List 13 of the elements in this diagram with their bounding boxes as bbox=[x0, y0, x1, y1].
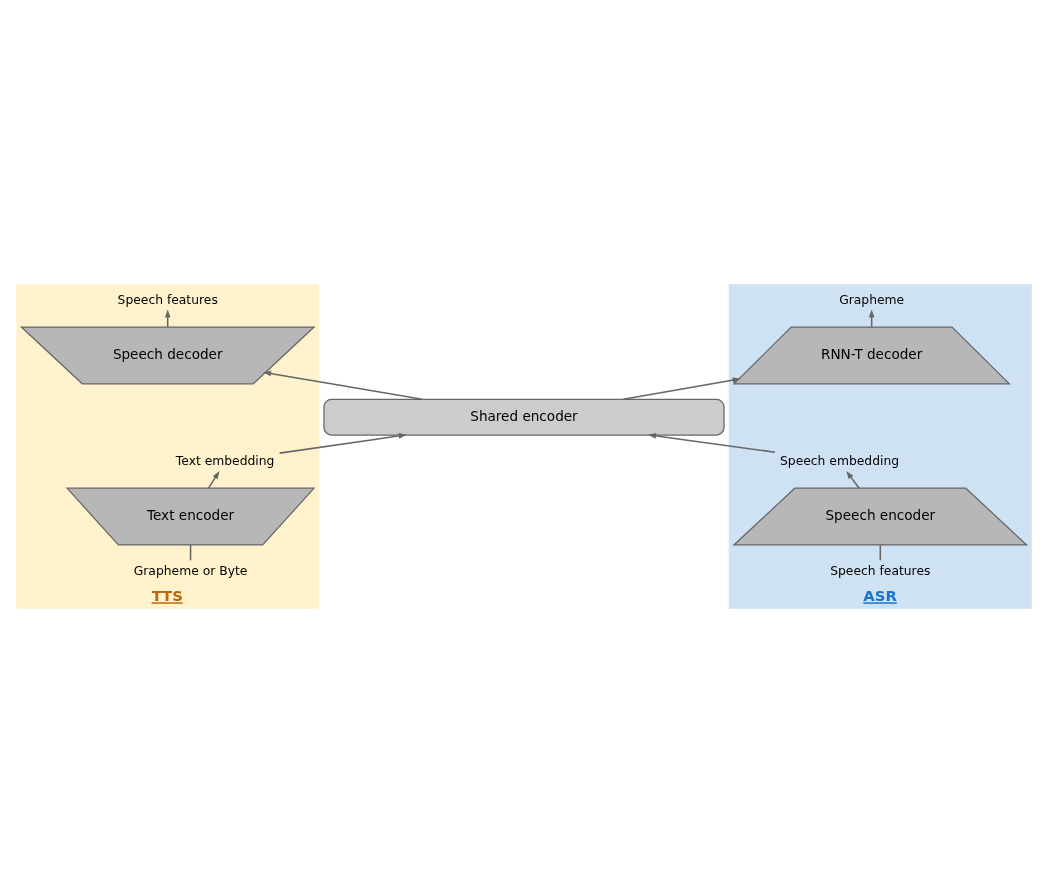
arrow bbox=[207, 470, 220, 489]
node-text: Speech features bbox=[830, 563, 931, 578]
node-text: Grapheme bbox=[839, 292, 905, 307]
node-box: Shared encoder bbox=[323, 398, 725, 436]
node-text: Grapheme or Byte bbox=[133, 563, 248, 578]
arrow bbox=[622, 376, 741, 400]
arrow bbox=[278, 432, 407, 454]
node-text: Speech embedding bbox=[780, 453, 900, 468]
arrow bbox=[647, 432, 776, 453]
arrow bbox=[846, 470, 860, 489]
arrow bbox=[263, 370, 423, 400]
node-text: Speech features bbox=[117, 292, 218, 307]
node-text: Text embedding bbox=[175, 453, 275, 468]
